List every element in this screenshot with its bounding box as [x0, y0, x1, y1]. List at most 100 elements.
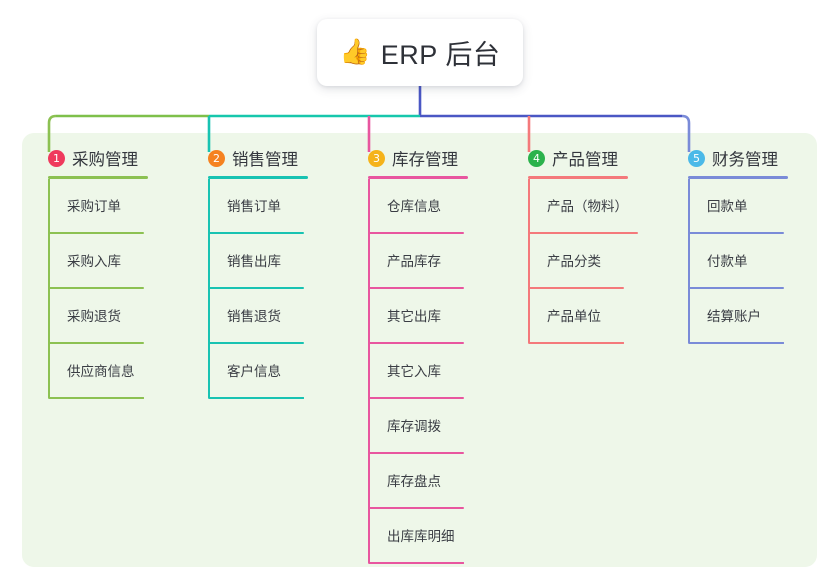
- branch-index-badge: 2: [208, 149, 225, 167]
- branch-column-3: 3 库存管理仓库信息产品库存其它出库其它入库库存调拨库存盘点出库库明细: [365, 145, 525, 564]
- branch-items: 采购订单采购入库采购退货供应商信息: [45, 179, 205, 399]
- branch-header-1[interactable]: 1 采购管理: [45, 145, 205, 171]
- branch-item[interactable]: 其它入库: [365, 344, 525, 399]
- branch-item-underline: [208, 397, 304, 399]
- branch-item[interactable]: 仓库信息: [365, 179, 525, 234]
- branch-title: 销售管理: [232, 151, 298, 169]
- branch-items: 销售订单销售出库销售退货客户信息: [205, 179, 365, 399]
- branch-item-underline: [688, 232, 784, 234]
- branch-item-label: 其它出库: [387, 309, 441, 324]
- root-node[interactable]: 👍 ERP 后台: [317, 19, 523, 86]
- branch-item-underline: [208, 287, 304, 289]
- branch-header-5[interactable]: 5 财务管理: [685, 145, 839, 171]
- branch-column-1: 1 采购管理采购订单采购入库采购退货供应商信息: [45, 145, 205, 399]
- branch-item-underline: [368, 507, 464, 509]
- branch-item-label: 销售订单: [227, 199, 281, 214]
- branch-item[interactable]: 付款单: [685, 234, 839, 289]
- diagram-panel: [22, 133, 817, 567]
- branch-index-badge: 3: [368, 149, 385, 167]
- branch-item-underline: [368, 562, 464, 564]
- branch-header-3[interactable]: 3 库存管理: [365, 145, 525, 171]
- branch-header-underline: [208, 176, 308, 179]
- branch-item-label: 仓库信息: [387, 199, 441, 214]
- branch-item-label: 库存盘点: [387, 474, 441, 489]
- branch-item-underline: [208, 232, 304, 234]
- branch-spine: [208, 179, 210, 399]
- branch-item-label: 销售出库: [227, 254, 281, 269]
- branch-item-underline: [208, 342, 304, 344]
- branch-item-label: 销售退货: [227, 309, 281, 324]
- branch-header-2[interactable]: 2 销售管理: [205, 145, 365, 171]
- branch-item[interactable]: 客户信息: [205, 344, 365, 399]
- branch-header-underline: [688, 176, 788, 179]
- branch-items: 回款单付款单结算账户: [685, 179, 839, 344]
- branch-item[interactable]: 采购入库: [45, 234, 205, 289]
- branch-item-label: 结算账户: [707, 309, 761, 324]
- branch-item-underline: [688, 287, 784, 289]
- branch-item-label: 产品（物料）: [547, 199, 628, 214]
- branch-index-badge: 1: [48, 149, 65, 167]
- branch-item[interactable]: 销售出库: [205, 234, 365, 289]
- branch-item-underline: [48, 342, 144, 344]
- branch-index-badge: 4: [528, 149, 545, 167]
- branch-item[interactable]: 产品库存: [365, 234, 525, 289]
- branch-item-label: 出库库明细: [387, 529, 455, 544]
- branch-item-underline: [368, 287, 464, 289]
- branch-item-label: 采购订单: [67, 199, 121, 214]
- branch-item[interactable]: 库存盘点: [365, 454, 525, 509]
- branch-index-badge: 5: [688, 149, 705, 167]
- branch-item-label: 其它入库: [387, 364, 441, 379]
- branch-item-label: 客户信息: [227, 364, 281, 379]
- branch-item[interactable]: 产品单位: [525, 289, 685, 344]
- branch-header-4[interactable]: 4 产品管理: [525, 145, 685, 171]
- branch-item-underline: [528, 287, 624, 289]
- branch-item-underline: [368, 232, 464, 234]
- branch-item[interactable]: 库存调拨: [365, 399, 525, 454]
- branch-item-label: 供应商信息: [67, 364, 135, 379]
- branch-spine: [528, 179, 530, 344]
- branch-item-label: 采购退货: [67, 309, 121, 324]
- branch-item-label: 回款单: [707, 199, 748, 214]
- branch-item[interactable]: 出库库明细: [365, 509, 525, 564]
- branch-item[interactable]: 供应商信息: [45, 344, 205, 399]
- branch-item-underline: [368, 342, 464, 344]
- branch-item-label: 库存调拨: [387, 419, 441, 434]
- branch-item-underline: [48, 232, 144, 234]
- branch-header-underline: [48, 176, 148, 179]
- branch-column-4: 4 产品管理产品（物料） 产品分类产品单位: [525, 145, 685, 344]
- branch-title: 采购管理: [72, 151, 138, 169]
- branch-item-underline: [48, 397, 144, 399]
- branch-title: 财务管理: [712, 151, 778, 169]
- branch-item-underline: [368, 397, 464, 399]
- branch-item-label: 采购入库: [67, 254, 121, 269]
- branch-item-label: 产品库存: [387, 254, 441, 269]
- branch-title: 产品管理: [552, 151, 618, 169]
- branch-item[interactable]: 销售退货: [205, 289, 365, 344]
- branch-item-underline: [688, 342, 784, 344]
- branch-column-2: 2 销售管理销售订单销售出库销售退货客户信息: [205, 145, 365, 399]
- branch-item-label: 产品分类: [547, 254, 601, 269]
- branch-item-underline: [528, 232, 638, 234]
- branch-item-label: 付款单: [707, 254, 748, 269]
- branch-item[interactable]: 结算账户: [685, 289, 839, 344]
- branch-spine: [48, 179, 50, 399]
- branch-item[interactable]: 产品分类: [525, 234, 685, 289]
- branch-item[interactable]: 其它出库: [365, 289, 525, 344]
- branch-item[interactable]: 产品（物料）: [525, 179, 685, 234]
- branch-header-underline: [528, 176, 628, 179]
- root-node-content: 👍 ERP 后台: [340, 33, 501, 72]
- branch-item-underline: [528, 342, 624, 344]
- branch-item[interactable]: 采购订单: [45, 179, 205, 234]
- branch-item[interactable]: 采购退货: [45, 289, 205, 344]
- branch-items: 仓库信息产品库存其它出库其它入库库存调拨库存盘点出库库明细: [365, 179, 525, 564]
- branch-item[interactable]: 销售订单: [205, 179, 365, 234]
- thumbs-up-icon: 👍: [339, 38, 371, 66]
- branch-item-label: 产品单位: [547, 309, 601, 324]
- branch-spine: [368, 179, 370, 564]
- branch-title: 库存管理: [392, 151, 458, 169]
- branch-spine: [688, 179, 690, 344]
- branch-items: 产品（物料） 产品分类产品单位: [525, 179, 685, 344]
- branch-column-5: 5 财务管理回款单付款单结算账户: [685, 145, 839, 344]
- branch-item[interactable]: 回款单: [685, 179, 839, 234]
